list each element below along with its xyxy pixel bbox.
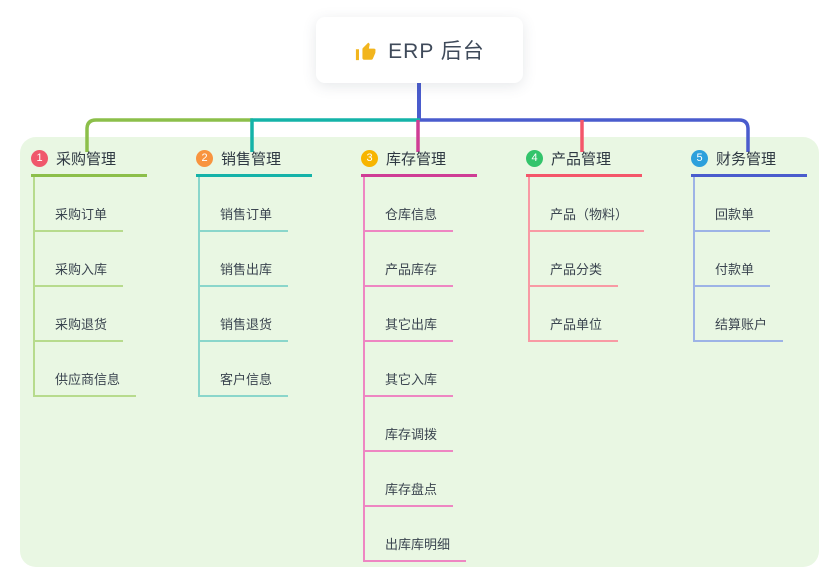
child-node[interactable]: 采购订单 [35,177,124,232]
child-node[interactable]: 其它入库 [365,342,454,397]
branch-sales: 2 销售管理 销售订单 销售出库 销售退货 客户信息 [196,145,366,397]
child-node[interactable]: 产品分类 [530,232,619,287]
branch-label: 财务管理 [716,150,777,168]
branch-label: 销售管理 [221,150,282,168]
mindmap-panel [20,137,819,567]
branch-label: 库存管理 [386,150,447,168]
ordinal-badge-5: 5 [691,149,708,167]
ordinal-badge-1: 1 [31,149,48,167]
child-node[interactable]: 仓库信息 [365,177,454,232]
branch-finance: 5 财务管理 回款单 付款单 结算账户 [691,145,839,342]
branch-label: 采购管理 [56,150,117,168]
branch-node-sales[interactable]: 2 销售管理 [196,145,312,177]
thumbs-up-icon [356,42,376,60]
child-node[interactable]: 出库库明细 [365,507,467,562]
child-node[interactable]: 采购退货 [35,287,124,342]
child-node[interactable]: 付款单 [695,232,771,287]
branch-node-purchase[interactable]: 1 采购管理 [31,145,147,177]
branch-children: 仓库信息 产品库存 其它出库 其它入库 库存调拨 库存盘点 出库库明细 [363,177,467,562]
branch-node-inventory[interactable]: 3 库存管理 [361,145,477,177]
ordinal-badge-2: 2 [196,149,213,167]
child-node[interactable]: 销售订单 [200,177,289,232]
child-node[interactable]: 库存盘点 [365,452,454,507]
child-node[interactable]: 销售退货 [200,287,289,342]
child-node[interactable]: 销售出库 [200,232,289,287]
child-node[interactable]: 产品库存 [365,232,454,287]
child-node[interactable]: 产品（物料） [530,177,645,232]
ordinal-badge-4: 4 [526,149,543,167]
root-node-erp[interactable]: ERP 后台 [316,17,523,83]
child-node[interactable]: 客户信息 [200,342,289,397]
child-node[interactable]: 供应商信息 [35,342,137,397]
ordinal-badge-3: 3 [361,149,378,167]
root-label: ERP 后台 [388,40,485,63]
branch-children: 销售订单 销售出库 销售退货 客户信息 [198,177,289,397]
child-node[interactable]: 采购入库 [35,232,124,287]
child-node[interactable]: 回款单 [695,177,771,232]
child-node[interactable]: 其它出库 [365,287,454,342]
child-node[interactable]: 结算账户 [695,287,784,342]
child-node[interactable]: 库存调拨 [365,397,454,452]
branch-purchase: 1 采购管理 采购订单 采购入库 采购退货 供应商信息 [31,145,201,397]
child-node[interactable]: 产品单位 [530,287,619,342]
branch-children: 采购订单 采购入库 采购退货 供应商信息 [33,177,137,397]
branch-children: 产品（物料） 产品分类 产品单位 [528,177,645,342]
branch-product: 4 产品管理 产品（物料） 产品分类 产品单位 [526,145,696,342]
branch-children: 回款单 付款单 结算账户 [693,177,784,342]
branch-node-product[interactable]: 4 产品管理 [526,145,642,177]
branch-inventory: 3 库存管理 仓库信息 产品库存 其它出库 其它入库 库存调拨 库存盘点 出库库… [361,145,531,562]
branch-label: 产品管理 [551,150,612,168]
branch-node-finance[interactable]: 5 财务管理 [691,145,807,177]
